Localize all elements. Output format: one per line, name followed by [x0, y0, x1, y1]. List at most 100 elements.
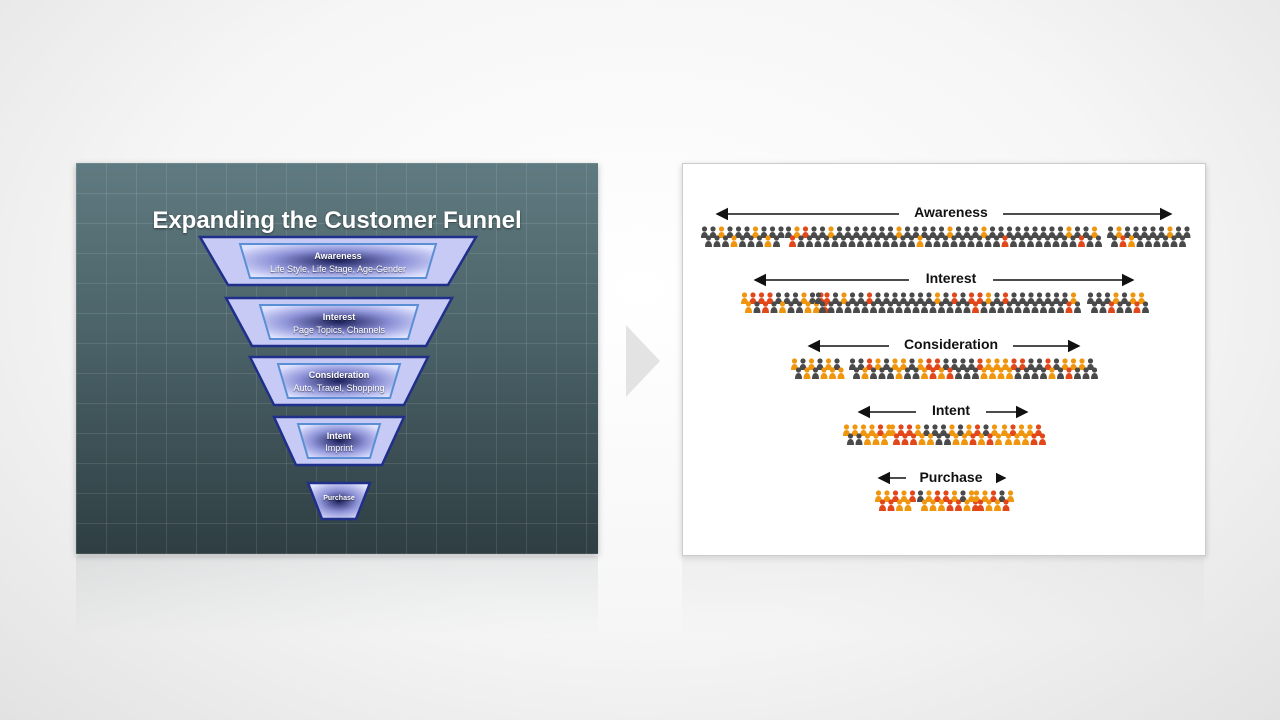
person-icon [797, 235, 805, 247]
person-icon [891, 358, 899, 370]
person-icon [1183, 226, 1191, 238]
stage-label-awareness: Awareness [899, 204, 1003, 220]
person-icon [887, 367, 894, 379]
person-icon [959, 490, 967, 502]
person-icon [870, 226, 877, 238]
person-icon [955, 367, 962, 379]
stage-label-purchase: Purchase [906, 469, 996, 485]
person-icon [1018, 424, 1025, 436]
person-icon [917, 358, 924, 370]
person-icon [1162, 235, 1169, 247]
person-icon [812, 367, 819, 379]
person-icon [808, 358, 815, 370]
person-icon [998, 490, 1006, 502]
person-icon [745, 301, 752, 313]
person-icon [878, 301, 886, 313]
person-icon [887, 226, 894, 238]
person-icon [904, 367, 911, 379]
person-icon [831, 235, 839, 247]
person-icon [1053, 358, 1060, 370]
person-icon [840, 235, 847, 247]
person-icon [870, 301, 877, 313]
person-icon [1116, 301, 1124, 313]
person-icon [855, 433, 863, 445]
person-icon [965, 424, 973, 436]
funnel-tier-awareness: Awareness Life Style, Life Stage, Age-Ge… [197, 235, 479, 287]
person-icon [923, 424, 930, 436]
funnel-tier-consideration: Consideration Auto, Travel, Shopping [247, 355, 431, 407]
person-icon [726, 226, 734, 238]
person-icon [747, 235, 755, 247]
tier-subtitle: Page Topics, Channels [293, 325, 385, 335]
person-icon [1053, 292, 1060, 304]
person-icon [897, 424, 905, 436]
person-icon [803, 367, 811, 379]
person-icon [1095, 292, 1103, 304]
tier-subtitle: Imprint [325, 443, 353, 453]
person-icon [940, 424, 947, 436]
person-icon [900, 358, 907, 370]
person-icon [1179, 235, 1186, 247]
person-icon [955, 301, 962, 313]
person-icon [968, 358, 975, 370]
person-icon [1091, 367, 1098, 379]
person-icon [1158, 226, 1165, 238]
person-icon [1006, 226, 1013, 238]
person-icon [840, 292, 848, 304]
person-icon [844, 226, 852, 238]
person-icon [925, 490, 933, 502]
person-icon [827, 226, 835, 238]
person-icon [908, 235, 915, 247]
person-icon [879, 499, 886, 511]
person-icon [1065, 226, 1073, 238]
person-icon [891, 235, 898, 247]
person-icon [802, 226, 809, 238]
person-icon [795, 367, 802, 379]
person-icon [963, 499, 971, 511]
person-icon [994, 499, 1001, 511]
person-icon [1035, 235, 1043, 247]
left-slide: Expanding the Customer Funnel Awareness … [76, 163, 598, 554]
person-icon [1133, 301, 1141, 313]
person-icon [938, 301, 945, 313]
tier-label: Interest [322, 312, 356, 322]
person-icon [972, 226, 979, 238]
person-icon [906, 424, 913, 436]
person-icon [1074, 301, 1081, 313]
person-icon [1128, 235, 1135, 247]
person-icon [775, 292, 782, 304]
person-icon [893, 433, 900, 445]
person-icon [938, 226, 945, 238]
person-icon [1010, 358, 1018, 370]
person-icon [1061, 235, 1068, 247]
person-icon [993, 235, 1000, 247]
person-icon [877, 424, 884, 436]
person-icon [1048, 226, 1056, 238]
person-icon [791, 358, 798, 370]
person-icon [1010, 235, 1017, 247]
person-icon [832, 292, 839, 304]
person-icon [944, 433, 951, 445]
person-icon [785, 226, 792, 238]
person-icon [1026, 424, 1034, 436]
person-icon [796, 301, 803, 313]
funnel-tier-shape [306, 481, 372, 521]
person-icon [978, 433, 985, 445]
person-icon [995, 433, 1002, 445]
person-icon [843, 424, 850, 436]
person-icon [849, 358, 856, 370]
right-slide: Awareness Interest Consideration Intent … [682, 163, 1206, 556]
person-icon [756, 235, 763, 247]
person-icon [914, 424, 922, 436]
left-slide-reflection [76, 556, 598, 636]
person-icon [860, 424, 867, 436]
person-icon [968, 292, 975, 304]
person-icon [1091, 226, 1098, 238]
person-icon [1086, 235, 1094, 247]
person-icon [866, 358, 873, 370]
person-icon [959, 358, 967, 370]
person-icon [752, 226, 759, 238]
person-icon [887, 499, 895, 511]
person-icon [938, 499, 945, 511]
person-icon [1014, 367, 1022, 379]
